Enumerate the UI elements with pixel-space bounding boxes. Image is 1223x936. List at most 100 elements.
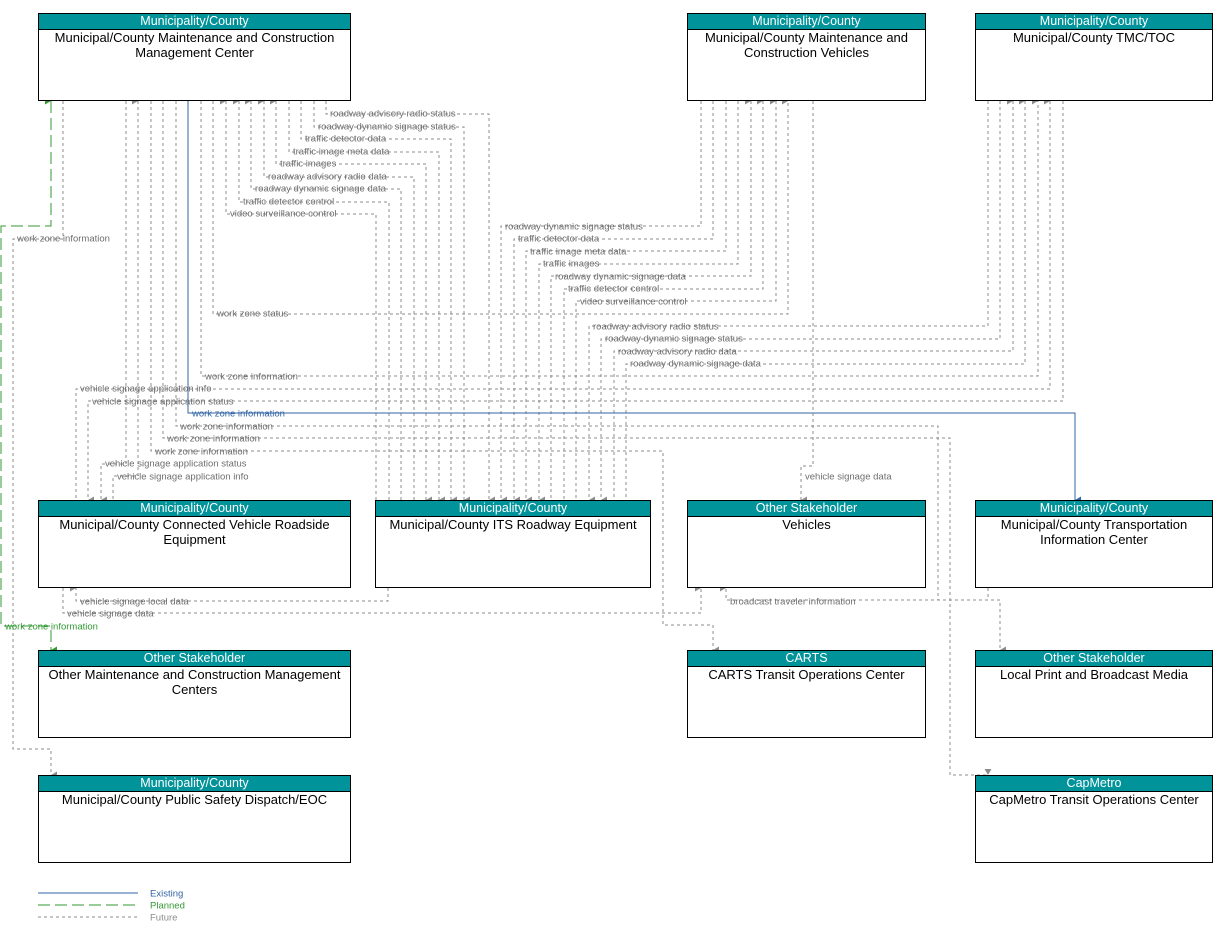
flow-line-f6: [258, 97, 415, 500]
legend-future-label: Future: [150, 913, 177, 924]
node-category: Municipality/County: [976, 14, 1212, 30]
flow-label-f6: roadway advisory radio data: [268, 172, 388, 183]
flow-label-f13: traffic image meta data: [530, 247, 627, 258]
node-carts-transit-operations-center[interactable]: CARTS CARTS Transit Operations Center: [687, 650, 926, 738]
flow-line-f32: [800, 101, 814, 504]
flow-label-f11: roadway dynamic signage status: [505, 222, 643, 233]
node-category: Municipality/County: [39, 501, 350, 517]
node-its-roadway-equipment[interactable]: Municipality/County Municipal/County ITS…: [375, 500, 651, 588]
flow-line-f10: [12, 101, 64, 779]
node-maintenance-construction-vehicles[interactable]: Municipality/County Municipal/County Mai…: [687, 13, 926, 101]
flow-line-f24: [75, 97, 1051, 500]
flow-label-f4: traffic image meta data: [293, 147, 390, 158]
flow-label-f29: work zone information: [154, 447, 248, 458]
flow-line-f14: [538, 101, 739, 504]
node-title: CARTS Transit Operations Center: [708, 667, 905, 682]
flow-label-f18: work zone status: [216, 309, 289, 320]
flow-label-f26: work zone information: [191, 409, 285, 420]
flow-label-f14: traffic images: [543, 259, 600, 270]
flow-line-f26: [187, 101, 1081, 504]
node-title: Municipal/County Maintenance and Constru…: [54, 30, 335, 60]
node-tmc-toc[interactable]: Municipality/County Municipal/County TMC…: [975, 13, 1213, 101]
flow-line-f23: [200, 97, 1039, 377]
node-title: Local Print and Broadcast Media: [1000, 667, 1188, 682]
flow-label-f34: vehicle signage data: [67, 609, 154, 620]
node-title: Municipal/County Public Safety Dispatch/…: [61, 792, 328, 807]
flow-line-f7: [245, 97, 402, 500]
flow-line-f33: [70, 584, 389, 602]
flow-label-f31: vehicle signage application info: [117, 472, 249, 483]
flow-label-f12: traffic detector data: [518, 234, 600, 245]
node-category: Other Stakeholder: [688, 501, 925, 517]
flow-line-f34: [62, 584, 702, 614]
flow-line-f22: [625, 97, 1026, 500]
flow-line-f28: [162, 101, 992, 776]
node-title: CapMetro Transit Operations Center: [989, 792, 1199, 807]
node-public-safety-dispatch-eoc[interactable]: Municipality/County Municipal/County Pub…: [38, 775, 351, 863]
flow-label-f23: work zone information: [204, 372, 298, 383]
flow-line-f8: [233, 97, 390, 500]
flow-line-f30: [100, 101, 127, 504]
node-category: Municipality/County: [976, 501, 1212, 517]
flow-label-f5: traffic images: [280, 159, 337, 170]
node-category: Municipality/County: [39, 776, 350, 792]
flow-line-f1: [325, 101, 495, 504]
node-category: Other Stakeholder: [976, 651, 1212, 667]
node-category: Municipality/County: [39, 14, 350, 30]
flow-line-f9: [220, 97, 377, 500]
flow-line-f25: [87, 101, 1064, 504]
node-title: Municipal/County Connected Vehicle Roads…: [59, 517, 330, 547]
node-vehicles[interactable]: Other Stakeholder Vehicles: [687, 500, 926, 588]
flow-label-f30: vehicle signage application status: [105, 459, 247, 470]
flow-label-f3: traffic detector data: [305, 134, 387, 145]
flow-label-f22: roadway dynamic signage data: [630, 359, 762, 370]
flow-line-f16: [563, 97, 764, 500]
flow-label-f1: roadway advisory radio status: [330, 109, 456, 120]
node-category: Municipality/County: [688, 14, 925, 30]
flow-label-f7: roadway dynamic signage data: [255, 184, 387, 195]
flow-line-f18: [212, 97, 789, 315]
node-category: Municipality/County: [376, 501, 650, 517]
legend: Existing Planned Future: [38, 889, 185, 924]
flow-label-f20: roadway dynamic signage status: [605, 334, 743, 345]
node-category: CapMetro: [976, 776, 1212, 792]
legend-planned-label: Planned: [150, 901, 185, 912]
flow-label-f19: roadway advisory radio status: [593, 322, 719, 333]
node-other-maintenance-centers[interactable]: Other Stakeholder Other Maintenance and …: [38, 650, 351, 738]
node-maintenance-construction-management-center[interactable]: Municipality/County Municipal/County Mai…: [38, 13, 351, 101]
flow-label-f32: vehicle signage data: [805, 472, 892, 483]
flow-label-f2: roadway dynamic signage status: [318, 122, 456, 133]
node-title: Vehicles: [782, 517, 831, 532]
flow-label-f27: work zone information: [179, 422, 273, 433]
flow-line-f12: [513, 101, 714, 504]
node-local-print-broadcast-media[interactable]: Other Stakeholder Local Print and Broadc…: [975, 650, 1213, 738]
flow-label-f36: work zone information: [4, 622, 98, 633]
flow-line-f15: [550, 97, 752, 500]
node-title: Municipal/County Maintenance and Constru…: [704, 30, 909, 60]
flow-line-f27: [175, 101, 1006, 654]
flow-label-f16: traffic detector control: [568, 284, 659, 295]
flow-label-f25: vehicle signage application status: [92, 397, 234, 408]
legend-existing-label: Existing: [150, 889, 183, 900]
flow-label-f28: work zone information: [166, 434, 260, 445]
node-transportation-information-center[interactable]: Municipality/County Municipal/County Tra…: [975, 500, 1213, 588]
flow-label-f24: vehicle signage application info: [80, 384, 212, 395]
flow-label-f35: broadcast traveler information: [730, 597, 856, 608]
node-title: Municipal/County Transportation Informat…: [1000, 517, 1188, 547]
node-capmetro-transit-operations-center[interactable]: CapMetro CapMetro Transit Operations Cen…: [975, 775, 1213, 863]
flow-line-f29: [150, 101, 719, 654]
flow-label-f8: traffic detector control: [243, 197, 334, 208]
flow-label-f21: roadway advisory radio data: [618, 347, 738, 358]
flow-line-f31: [112, 97, 139, 500]
node-title: Municipal/County ITS Roadway Equipment: [389, 517, 637, 532]
flow-line-f36: [0, 97, 57, 654]
node-connected-vehicle-roadside-equipment[interactable]: Municipality/County Municipal/County Con…: [38, 500, 351, 588]
flow-line-f5: [270, 97, 432, 504]
node-category: Other Stakeholder: [39, 651, 350, 667]
flow-label-f9: video surveillance control: [230, 209, 337, 220]
flow-line-f11: [500, 101, 702, 504]
flow-label-f10: work zone information: [16, 234, 110, 245]
flow-label-f33: vehicle signage local data: [80, 597, 190, 608]
node-title: Other Maintenance and Construction Manag…: [48, 667, 341, 697]
